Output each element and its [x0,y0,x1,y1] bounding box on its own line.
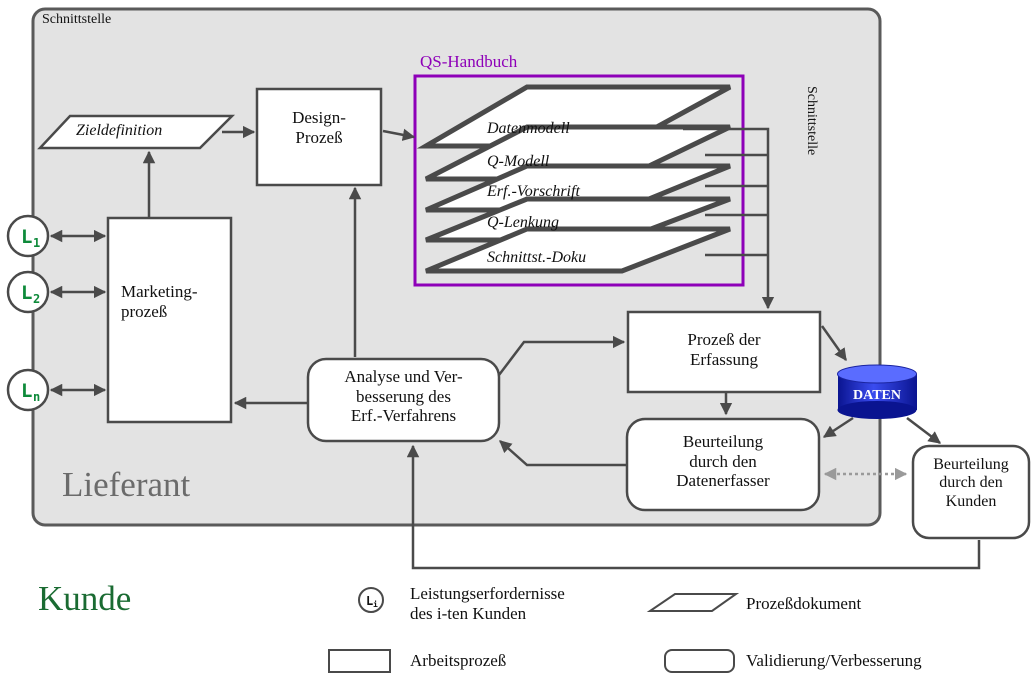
doc-label-erf-vorschrift: Erf.-Vorschrift [487,183,580,200]
analysis-label: Analyse und Ver- besserung des Erf.-Verf… [308,367,499,426]
legend-symbols: L i [328,587,740,673]
legend-requirements-icon [358,587,384,613]
design-process-box [255,87,383,187]
customer-requirements: L 1 L 2 L n [6,214,50,412]
legend-process-document-label: Prozeßdokument [746,594,862,613]
customer-letter-2: L [21,282,32,304]
goal-definition-shape [37,114,236,150]
capture-label-line-1: Prozeß der [687,330,761,349]
interface-side-label: Schnittstelle [804,86,819,156]
legend-validation-icon [664,649,735,673]
capturer-review-line-3: Datenerfasser [676,471,770,491]
legend-requirements-line-1: Leistungserfordernisse [410,584,565,603]
marketing-label-line-1: Marketing- [121,282,198,301]
legend-work-process-icon [328,649,391,673]
doc-label-schnittst-doku: Schnittst.-Doku [487,249,587,266]
legend-requirements-letter: L [366,594,373,608]
customer-review-line-3: Kunden [945,492,997,510]
doc-label-q-lenkung: Q-Lenkung [487,214,559,231]
interface-top-label: Schnittstelle [42,12,112,27]
arrow-customer-review-analysis [406,444,981,570]
customer-sub-2: 2 [33,292,40,306]
analysis-label-line-1: Analyse und Ver- [344,367,463,386]
arrow-design-handbook [382,128,416,141]
qs-handbook-title: QS-Handbuch [420,52,518,71]
capturer-review-label: Beurteilung durch den Datenerfasser [627,432,819,491]
arrow-capture-database [820,325,848,362]
document-layer-schnittst-doku [425,226,731,274]
customer-review-line-1: Beurteilung [933,456,1009,473]
capture-process-box [626,310,822,394]
customer-review-box [911,444,1031,540]
customer-letter-n: L [21,380,32,402]
qs-handbook-frame [413,74,745,287]
analysis-label-line-2: besserung des [356,386,451,406]
design-label-line-1: Design- [292,108,346,127]
supplier-label: Lieferant [62,465,191,504]
customer-label: Kunde [38,579,132,618]
capturer-review-line-2: durch den [689,451,757,471]
arrow-capturer-review-analysis [499,440,627,467]
database-icon: DATEN [837,364,917,419]
qs-document-stack [416,84,732,274]
goal-definition-label: Zieldefinition [76,122,163,139]
legend-requirements-sub: i [373,599,378,609]
analysis-label-line-3: Erf.-Verfahrens [350,406,457,426]
legend-validation-label: Validierung/Verbesserung [746,651,922,670]
marketing-label-line-2: prozeß [121,301,168,321]
capture-label-line-2: Erfassung [690,349,758,369]
customer-circle-1 [6,214,50,258]
customer-review-label: Beurteilung durch den Kunden [913,456,1029,511]
arrow-database-capturer-review [822,416,854,439]
design-label-line-2: Prozeß [295,127,343,147]
analysis-box [306,357,501,443]
design-label: Design- Prozeß [257,108,381,147]
doc-label-datenmodell: Datenmodell [487,120,570,137]
arrow-analysis-capture [498,335,626,376]
customer-review-line-2: durch den [939,474,1003,492]
legend-work-process-label: Arbeitsprozeß [410,651,507,670]
marketing-process-box [106,216,233,424]
legend-requirements-label: Leistungserfordernisse des i-ten Kunden [410,584,565,623]
capturer-review-line-1: Beurteilung [682,432,764,451]
customer-sub-n: n [33,390,40,404]
customer-circle-2 [6,270,50,314]
marketing-label: Marketing- prozeß [121,282,197,321]
customer-sub-1: 1 [33,236,40,250]
legend-process-document-icon [646,593,740,612]
arrow-database-customer-review [906,417,941,444]
flow-arrows [49,125,981,570]
legend-requirements-line-2: des i-ten Kunden [410,603,527,623]
customer-letter-1: L [21,226,32,248]
database-label: DATEN [853,388,901,403]
customer-circle-n [6,368,50,412]
link-datenmodell [683,127,770,290]
doc-label-q-modell: Q-Modell [487,153,550,170]
capture-label: Prozeß der Erfassung [628,330,820,369]
